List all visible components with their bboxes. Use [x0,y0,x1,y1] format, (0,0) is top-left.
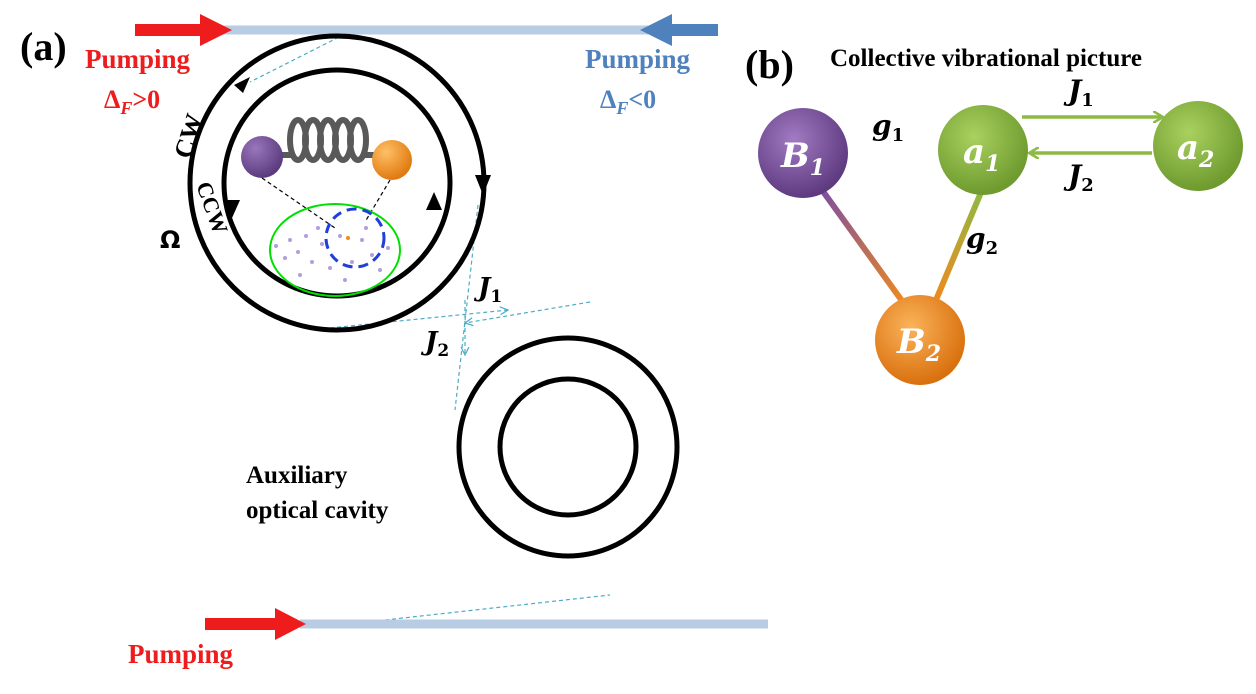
ccw-arrowhead-icon [224,200,240,218]
spring-icon [282,117,375,163]
svg-text:B2: B2 [896,322,941,367]
pump-right-title: Pumping [585,44,691,74]
svg-text:a1: a1 [963,132,1000,177]
purple-molecule-ball [241,136,283,178]
svg-text:B1: B1 [780,136,825,181]
cw-label: CW [168,110,209,162]
auxiliary-cavity-inner-ring [497,376,639,518]
pump-arrow-top-left [135,14,232,46]
cw-arrowhead-right-icon [475,175,491,195]
edge-b1-b2 [819,188,908,307]
aux-cavity-label-line1: Auxiliary [246,462,348,489]
pump-arrow-top-right [640,14,718,46]
node-b1: B1 [758,108,848,198]
cw-arrowhead-icon [234,77,250,93]
panel-b-label: (b) [745,42,794,87]
pump-bottom-title: Pumping [128,639,234,669]
ccw-arrowhead-right-icon [426,192,442,210]
highlighted-molecule-dashed-circle [324,207,386,269]
edge-a1-b2 [933,188,985,302]
orange-molecule-ball [372,140,412,180]
b-j2-label: J2 [1063,159,1094,196]
node-a2: a2 [1153,101,1243,191]
main-cavity-outer-ring [187,33,487,333]
molecular-ensemble-oval [269,203,401,297]
aux-cavity-label-line2: optical cavity [246,497,389,524]
pump-right-condition: ΔF<0 [600,85,656,118]
pump-left-title: Pumping [85,44,191,74]
node-b2: B2 [875,295,965,385]
svg-text:a2: a2 [1177,128,1214,173]
auxiliary-cavity-outer-ring [456,335,680,559]
panel-a-label: (a) [20,24,67,69]
b-j1-label: J1 [1063,74,1094,111]
coupling-dashes [249,33,611,621]
a-j2-label: J2 [420,327,449,361]
node-a1: a1 [938,105,1028,195]
a-j1-label: J1 [473,273,502,307]
panel-b-title: Collective vibrational picture [830,45,1142,72]
orange-atom-dot [346,236,350,240]
pump-arrow-bottom [205,608,306,640]
b-g1-label: g1 [872,109,904,146]
b-g2-label: g2 [966,222,998,259]
molecule-projection-lines [261,177,391,229]
molecular-cloud-icon [274,226,390,282]
pump-left-condition: ΔF>0 [104,85,160,118]
omega-label: Ω [160,226,180,254]
